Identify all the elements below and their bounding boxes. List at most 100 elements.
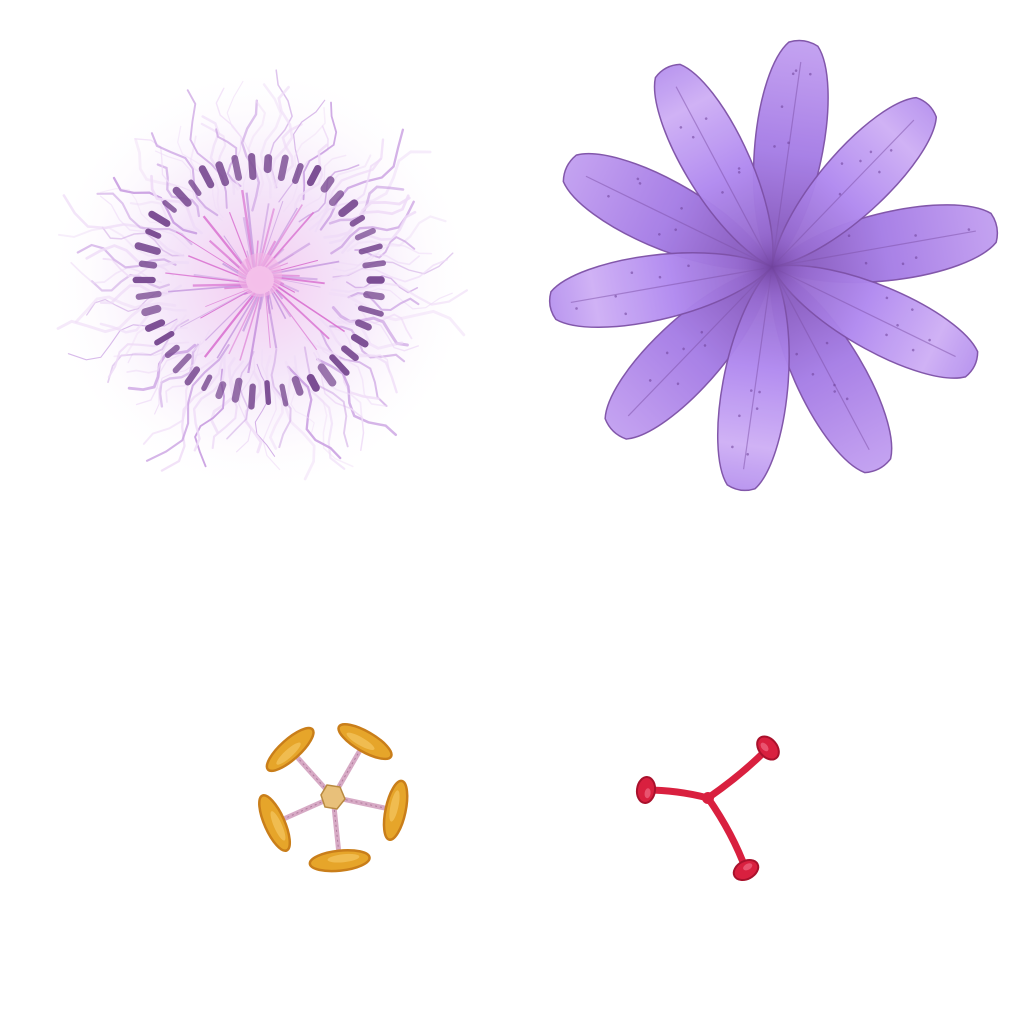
corona-inner-filament [239,293,261,361]
corona-ring-band [188,179,202,197]
stamens-drawing [258,723,409,873]
stamen [308,802,371,873]
corona-filament [102,257,174,278]
corona-ring-band [154,330,175,346]
corona-filament [76,243,177,269]
petal-speckle [704,117,708,120]
perianth-petals [525,39,1010,515]
corona-ring-band [134,242,161,255]
petal-speckle [658,275,662,279]
corona-filament [99,284,182,305]
petal-speckle [896,323,899,327]
corona-ring-band [362,260,387,269]
corona-ring-band [135,290,162,300]
petal-speckle [648,379,652,382]
corona-filament [244,370,263,454]
corona-ring-band [338,199,359,218]
corona-ring-band [231,154,243,181]
stigma-head-group [635,776,657,804]
corona-inner-filament [273,277,321,288]
corona-inner-filament [273,276,325,285]
anther-highlight [276,742,301,765]
corona-inner-filament [242,293,261,332]
corona-drawing [45,65,475,495]
stamens [245,715,420,885]
corona-ring-band [184,366,201,386]
petal-speckle [679,126,683,129]
corona-ring-band [264,380,272,405]
petal-speckle [755,407,759,411]
corona-filament [236,357,256,453]
corona-inner-filament [202,215,250,273]
corona-ring-band [164,344,180,359]
stamen-filament-texture [333,804,339,849]
corona-filament [328,292,466,337]
corona-ring-band [248,152,257,181]
corona-filament [330,282,468,306]
corona-inner-filament [203,292,256,358]
stigma-style [704,794,750,874]
corona-filament [127,327,188,364]
corona-filament [346,274,419,294]
petal-speckle [911,308,914,311]
corona-filament [247,100,267,197]
corona-filament [303,346,349,448]
petal-speckle [833,383,836,387]
corona-filament [329,325,406,363]
corona-ring-band [279,383,289,407]
petal-speckle [738,414,741,418]
corona-filament [145,344,230,462]
petal-blade [770,264,979,379]
corona-dark-ring [132,152,387,410]
petal-speckle [847,234,851,238]
corona-ring-band [248,383,256,410]
corona-ring-band [349,214,366,227]
petal-speckle [674,228,678,232]
corona-filament [337,317,419,352]
corona-ring-band [354,227,376,241]
corona-filament [331,258,449,283]
corona-ring-band [172,186,192,207]
petal-speckle [889,149,893,152]
petal-speckle [864,261,868,265]
corona-ring-band [145,319,166,332]
corona-filament [261,349,281,471]
petal-speckle [700,330,704,334]
corona-ring-band [341,345,359,362]
stigma-head-group [756,735,780,761]
corona-ring-band [231,377,243,403]
corona-center [238,253,282,297]
petal-speckle [859,159,862,163]
petal-speckle [721,191,724,194]
corona-inner-filament [265,292,278,349]
corona-filament [154,341,201,415]
corona-filament [327,319,404,350]
anther-highlight [270,811,286,841]
corona-filament [265,354,284,450]
petal-speckle [638,182,642,185]
front-petals [548,63,979,492]
stigma-highlight [760,742,769,752]
petal-speckle [825,341,829,345]
petal-speckle [780,105,784,108]
corona-filament [165,351,205,403]
corona-filament [319,128,405,231]
corona-ring-band [148,210,171,227]
corona-inner-filament [269,289,287,320]
petal-speckle [811,372,815,376]
corona-ring-band [357,305,384,317]
corona-inner-filament [200,289,251,319]
anther-highlight [346,732,375,751]
petal-speckle [795,352,798,356]
petal-speckle [749,389,753,392]
corona-filament [135,329,211,406]
corona-inner-filament [265,292,271,348]
corona-ring-band [320,176,335,193]
corona-ring-band [215,161,230,187]
corona-filament [226,351,255,440]
petal-speckle [687,264,690,268]
corona-filament [186,89,228,209]
corona-filament [259,83,283,200]
corona-filament [99,195,195,254]
corona-ring-band [355,319,372,331]
